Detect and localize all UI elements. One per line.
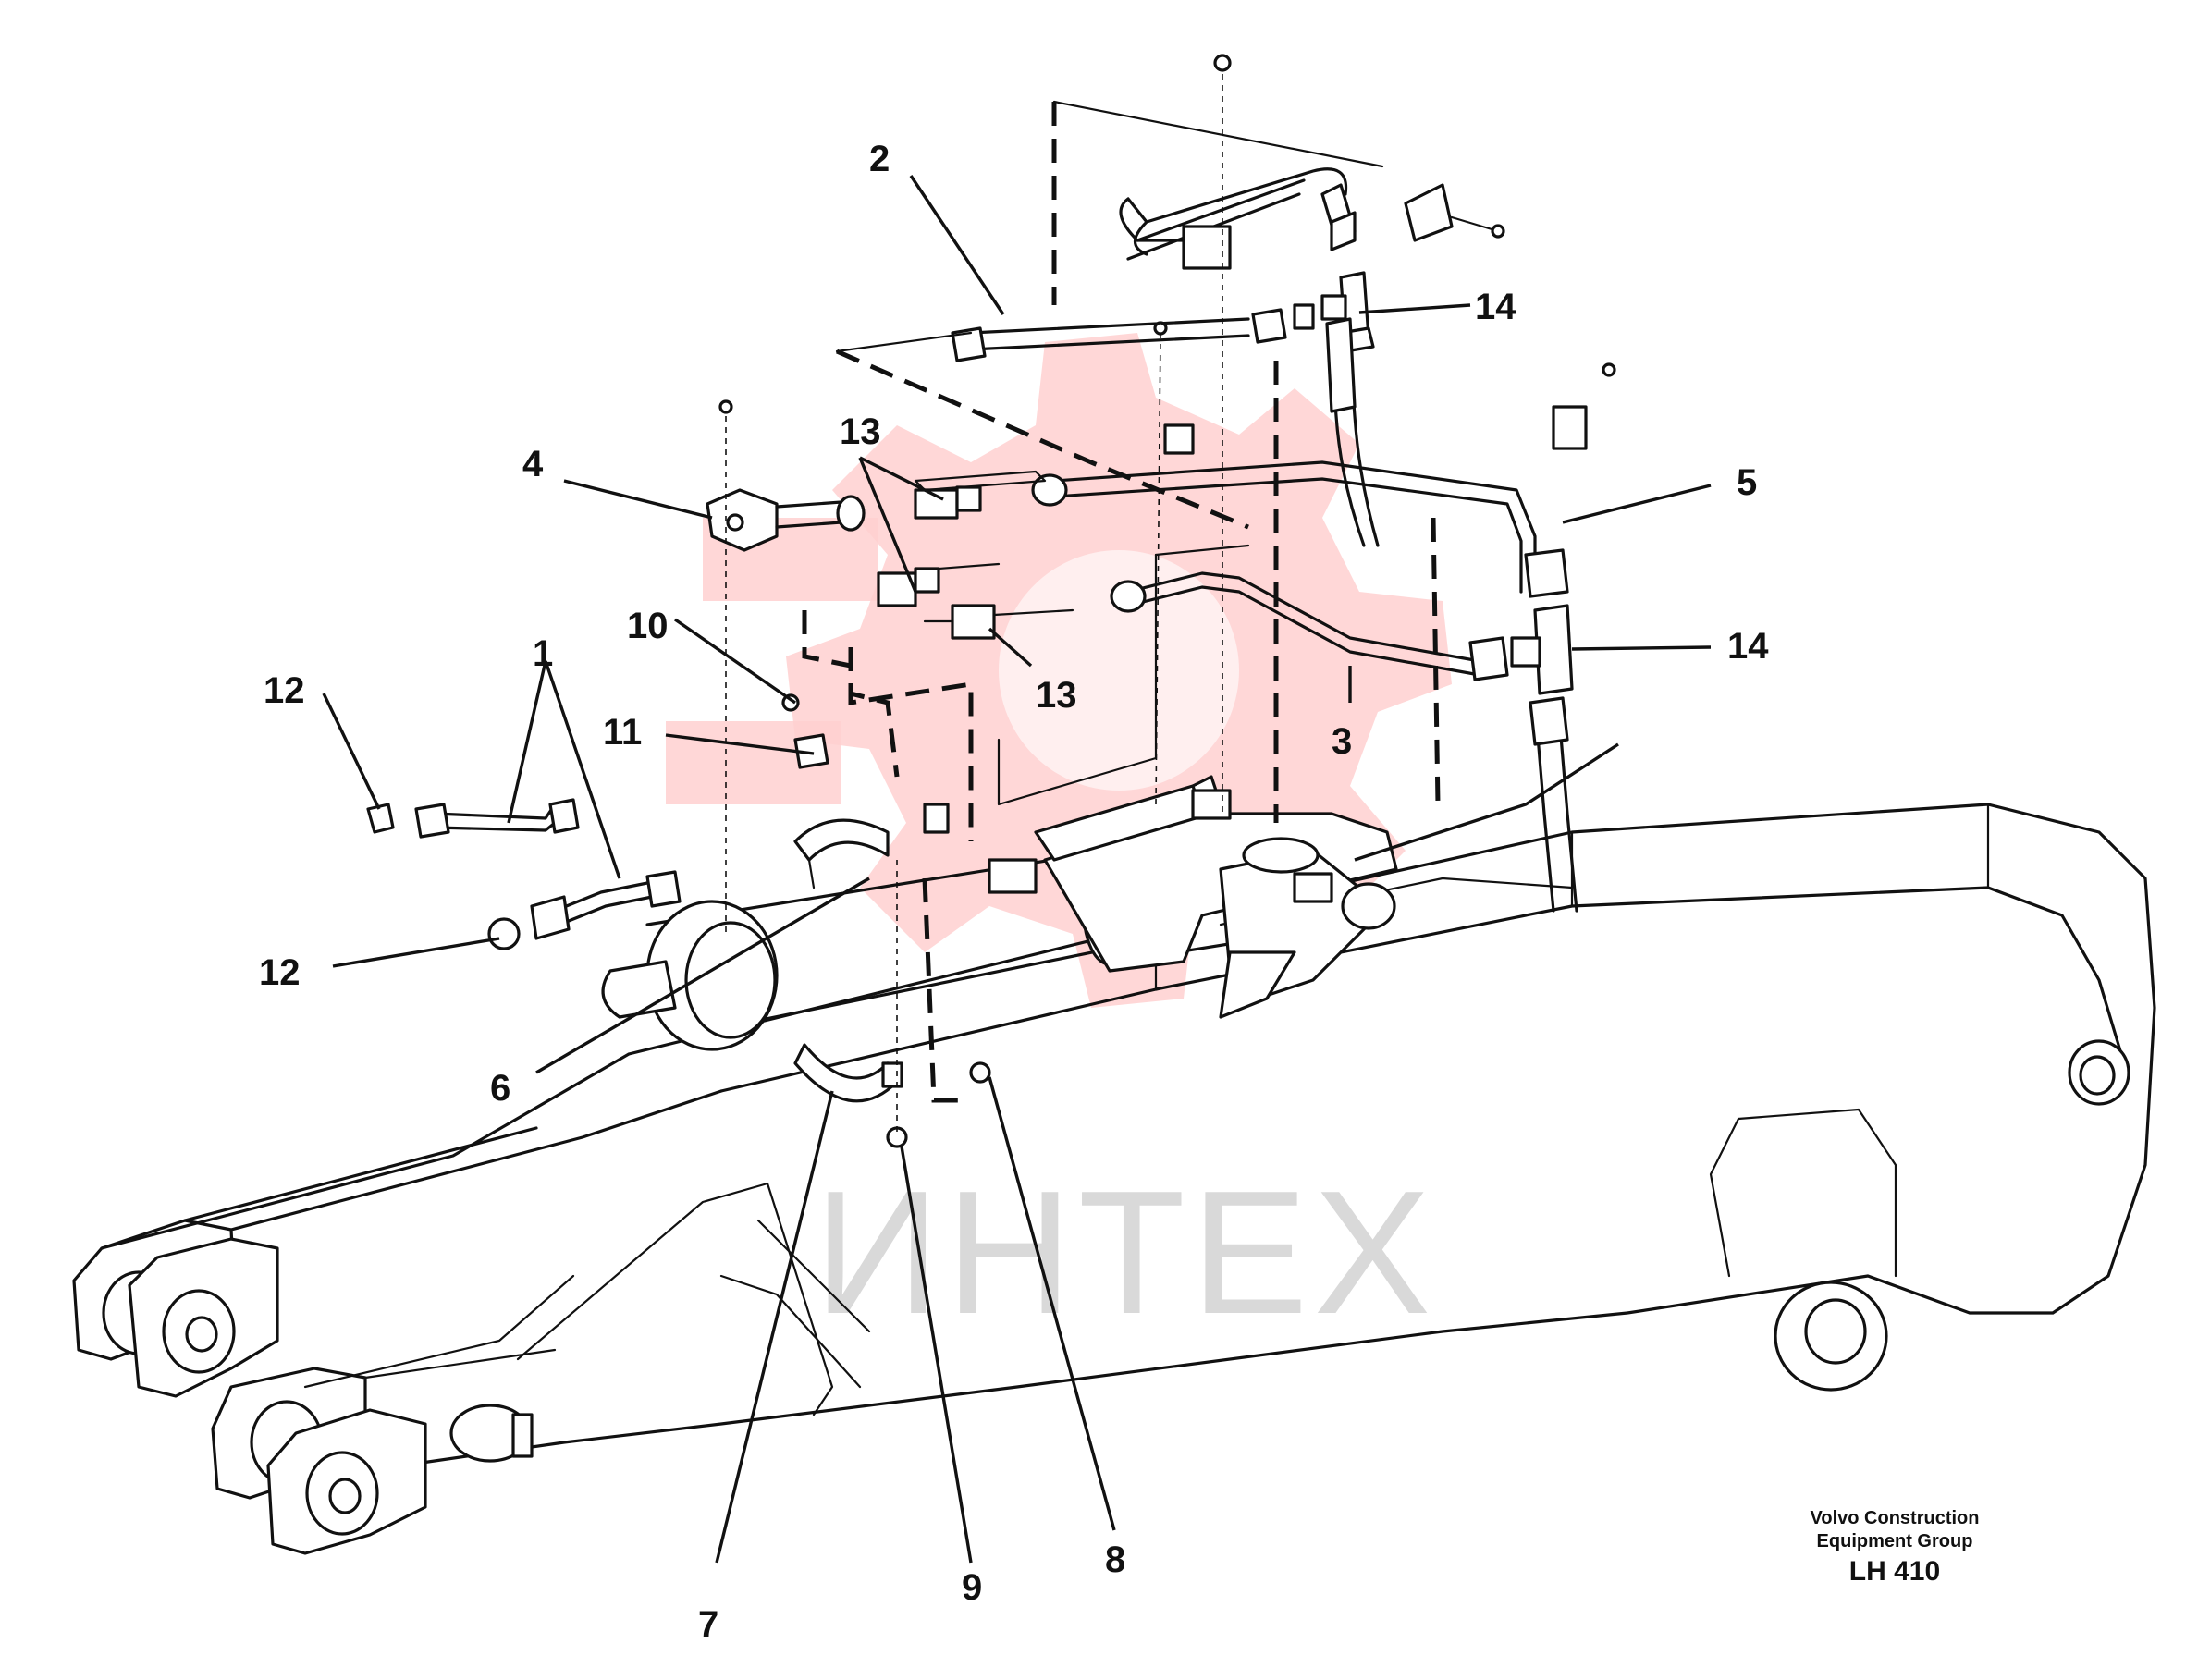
callout-12-upper: 12 [264,670,305,711]
watermark-text: ИНТЕХ [814,1155,1436,1351]
tubes-and-hoses [366,54,1616,1148]
boom-arm [72,803,2156,1555]
assembly-dashed-lines [725,74,1441,1137]
caption-company-line1: Volvo Construction [1810,1508,1980,1528]
callout-8: 8 [1105,1539,1125,1580]
callout-labels: 1 2 3 4 5 6 7 8 9 10 11 12 12 13 13 14 1… [259,139,1769,1645]
callout-11: 11 [603,712,642,753]
callout-14-lower: 14 [1727,626,1769,667]
callout-5: 5 [1737,462,1757,503]
callout-13-upper: 13 [840,411,881,452]
caption-model: LH 410 [1848,1556,1941,1587]
callout-7: 7 [698,1604,718,1645]
leader-lines [322,175,1712,1564]
caption-company-line2: Equipment Group [1816,1531,1973,1551]
callout-12-lower: 12 [259,952,301,993]
callout-10: 10 [627,606,669,646]
callout-9: 9 [962,1567,982,1608]
callout-3: 3 [1332,721,1352,762]
callout-14-upper: 14 [1475,287,1516,327]
callout-1: 1 [533,633,553,674]
callout-4: 4 [522,444,544,484]
callout-2: 2 [869,139,890,179]
caption-company: Volvo Construction Equipment Group [1756,1507,2033,1553]
callout-6: 6 [490,1068,510,1109]
callout-13-lower: 13 [1036,675,1077,716]
